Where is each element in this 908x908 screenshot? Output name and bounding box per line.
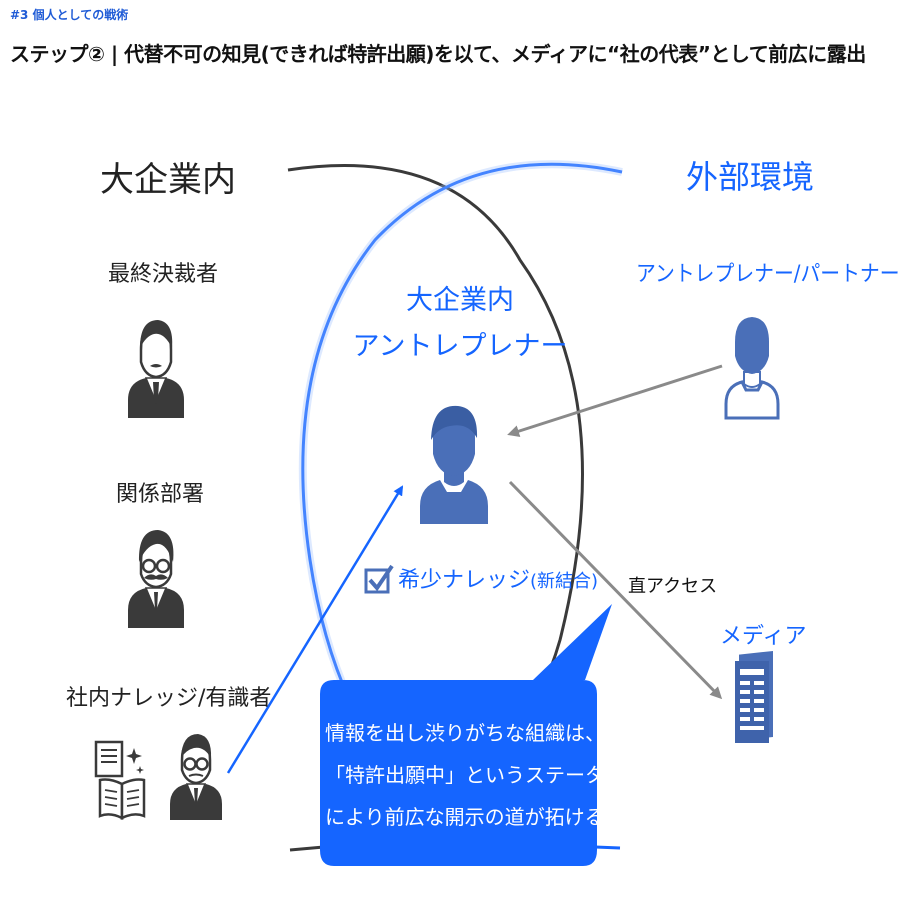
direct-access-label: 直アクセス	[628, 576, 718, 597]
callout-bubble	[320, 604, 612, 866]
callout-text: 情報を出し渋りがちな組織は、 「特許出願中」というステータス により前広な開示の…	[325, 712, 625, 838]
section-tag: #3 個人としての戦術	[10, 8, 129, 22]
right-heading: 外部環境	[686, 158, 815, 196]
left-heading: 大企業内	[100, 160, 236, 200]
role-label-internal-knowledge: 社内ナレッジ/有識者	[66, 686, 272, 711]
page-title: ステップ② | 代替不可の知見(できれば特許出願)を以て、メディアに“社の代表”…	[10, 42, 866, 66]
checkbox-icon	[364, 564, 394, 594]
partner-label: アントレプレナー/パートナー	[636, 262, 900, 287]
open-book-icon	[94, 740, 146, 821]
callout-line-2: 「特許出願中」というステータス	[325, 763, 625, 787]
center-title-line1: 大企業内	[406, 285, 514, 316]
callout-line-3: により前広な開示の道が拓ける	[325, 805, 605, 829]
callout-line-1: 情報を出し渋りがちな組織は、	[325, 721, 605, 745]
knowledge-label: 希少ナレッジ(新結合)	[398, 562, 598, 594]
role-label-related-dept: 関係部署	[116, 482, 205, 507]
knowledge-main: 希少ナレッジ	[398, 568, 531, 593]
person-icon	[420, 405, 488, 524]
role-label-final-approver: 最終決裁者	[108, 262, 219, 287]
center-title: 大企業内 アントレプレナー	[340, 278, 580, 370]
arrow-knowledge-to-entrepreneur	[226, 485, 404, 774]
knowledge-sub: (新結合)	[530, 571, 599, 592]
mustache-man-icon	[128, 530, 184, 628]
arrow-direct-access	[508, 480, 723, 700]
center-title-line2: アントレプレナー	[352, 331, 568, 362]
newspaper-icon	[735, 651, 773, 743]
glasses-man-icon	[170, 734, 222, 820]
person-outline-icon	[724, 317, 780, 420]
media-label: メディア	[720, 624, 807, 649]
businessman-icon	[128, 320, 184, 418]
arrow-partner-to-entrepreneur	[507, 364, 723, 437]
